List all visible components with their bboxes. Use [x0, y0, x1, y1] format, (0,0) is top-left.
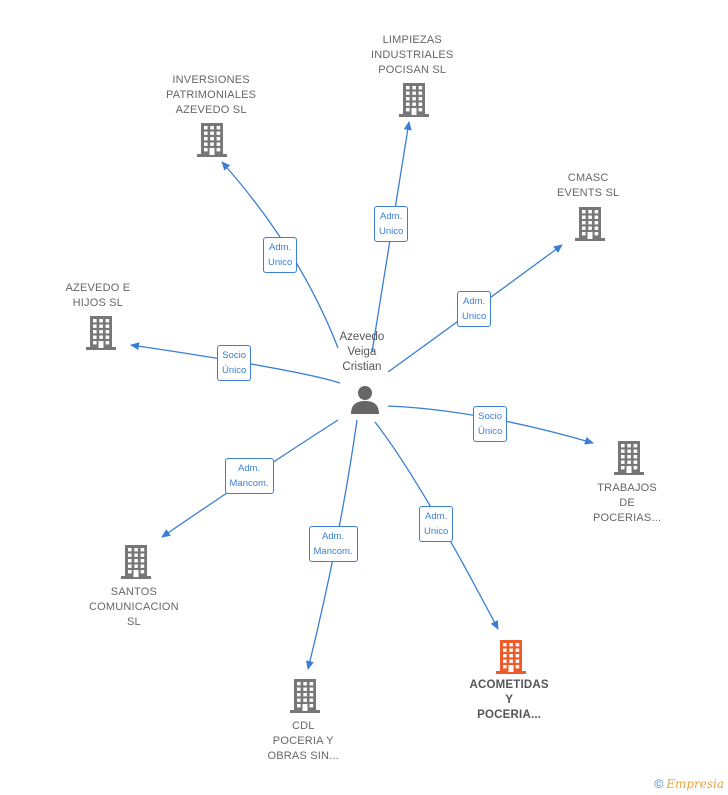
relation-label-trabajos[interactable]: Socio Único: [473, 406, 508, 442]
building-icon[interactable]: [288, 678, 322, 719]
building-icon[interactable]: [573, 206, 607, 247]
company-label-santos[interactable]: SANTOS COMUNICACION SL: [89, 585, 179, 628]
edge-acometidas: [374, 421, 499, 630]
footer-brand[interactable]: ©Empresia: [654, 777, 724, 791]
center-person-name[interactable]: Azevedo Veiga Cristian: [339, 330, 385, 373]
building-icon[interactable]: [397, 82, 431, 123]
edge-limpiezas: [371, 121, 412, 353]
company-label-inversiones[interactable]: INVERSIONES PATRIMONIALES AZEVEDO SL: [166, 73, 257, 116]
company-label-trabajos[interactable]: TRABAJOS DE POCERIAS...: [593, 481, 662, 524]
company-label-cmasc[interactable]: CMASC EVENTS SL: [557, 172, 620, 199]
company-label-cdl[interactable]: CDL POCERIA Y OBRAS SIN...: [267, 719, 339, 762]
brand-name: Empresia: [666, 777, 724, 791]
relation-label-cdl[interactable]: Adm. Mancom.: [308, 526, 358, 562]
relation-label-inversiones[interactable]: Adm. Unico: [263, 237, 298, 273]
copyright-symbol: ©: [654, 777, 664, 791]
relation-label-limpiezas[interactable]: Adm. Unico: [374, 206, 409, 242]
company-label-limpiezas[interactable]: LIMPIEZAS INDUSTRIALES POCISAN SL: [371, 33, 454, 76]
company-label-azevedo-hijos[interactable]: AZEVEDO E HIJOS SL: [65, 282, 131, 309]
edge-azevedo-hijos: [130, 342, 341, 384]
building-icon[interactable]: [195, 122, 229, 163]
relation-label-acometidas[interactable]: Adm. Unico: [419, 506, 454, 542]
relation-label-azevedo-hijos[interactable]: Socio Único: [217, 345, 252, 381]
building-icon[interactable]: [612, 440, 646, 481]
relation-label-santos[interactable]: Adm. Mancom.: [224, 458, 274, 494]
company-label-acometidas[interactable]: ACOMETIDAS Y POCERIA...: [469, 678, 549, 721]
building-icon[interactable]: [494, 639, 528, 680]
relation-label-cmasc[interactable]: Adm. Unico: [457, 291, 492, 327]
building-icon[interactable]: [84, 315, 118, 356]
building-icon[interactable]: [119, 544, 153, 585]
person-icon[interactable]: [349, 385, 381, 420]
